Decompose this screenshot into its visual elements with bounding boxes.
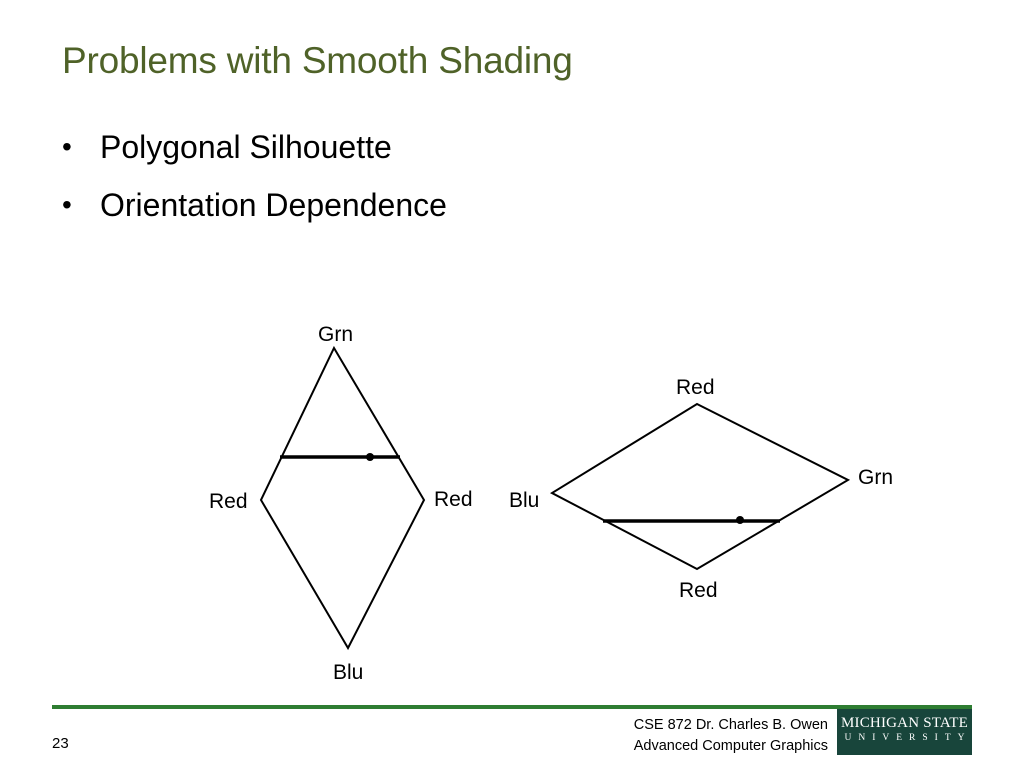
left-quad-left-label: Red [209,490,248,513]
msu-logo-line1: MICHIGAN STATE [840,715,968,731]
right-quad-top-label: Red [676,376,715,399]
right-quad-outline [549,402,851,571]
right-quad-right-label: Grn [858,466,893,489]
msu-logo: MICHIGAN STATE UNIVERSITY [837,709,972,755]
footer-course-info: CSE 872 Dr. Charles B. Owen Advanced Com… [634,715,828,757]
bullet-item: • Polygonal Silhouette [62,118,447,176]
left-quad-sample-point [366,453,374,461]
slide-title: Problems with Smooth Shading [62,40,573,81]
bullet-text: Polygonal Silhouette [100,129,392,165]
right-quad-left-label: Blu [509,489,539,512]
footer-rule [52,705,972,709]
bullet-item: • Orientation Dependence [62,176,447,234]
left-quad: Grn Red Red Blu [209,323,473,684]
course-instructor-line: CSE 872 Dr. Charles B. Owen [633,717,828,733]
right-quad: Red Blu Grn Red [509,376,893,602]
msu-logo-line2: UNIVERSITY [844,733,972,743]
bullet-list: • Polygonal Silhouette • Orientation Dep… [62,118,447,234]
right-quad-bottom-label: Red [679,579,718,602]
left-quad-bottom-label: Blu [333,661,363,684]
bullet-text: Orientation Dependence [100,187,447,223]
bullet-mark: • [62,189,72,220]
left-quad-outline [259,345,426,651]
course-name-line: Advanced Computer Graphics [633,738,828,754]
bullet-mark: • [62,131,72,162]
left-quad-right-label: Red [434,488,473,511]
page-number: 23 [52,735,69,752]
right-quad-sample-point [736,516,744,524]
left-quad-top-label: Grn [318,323,353,346]
